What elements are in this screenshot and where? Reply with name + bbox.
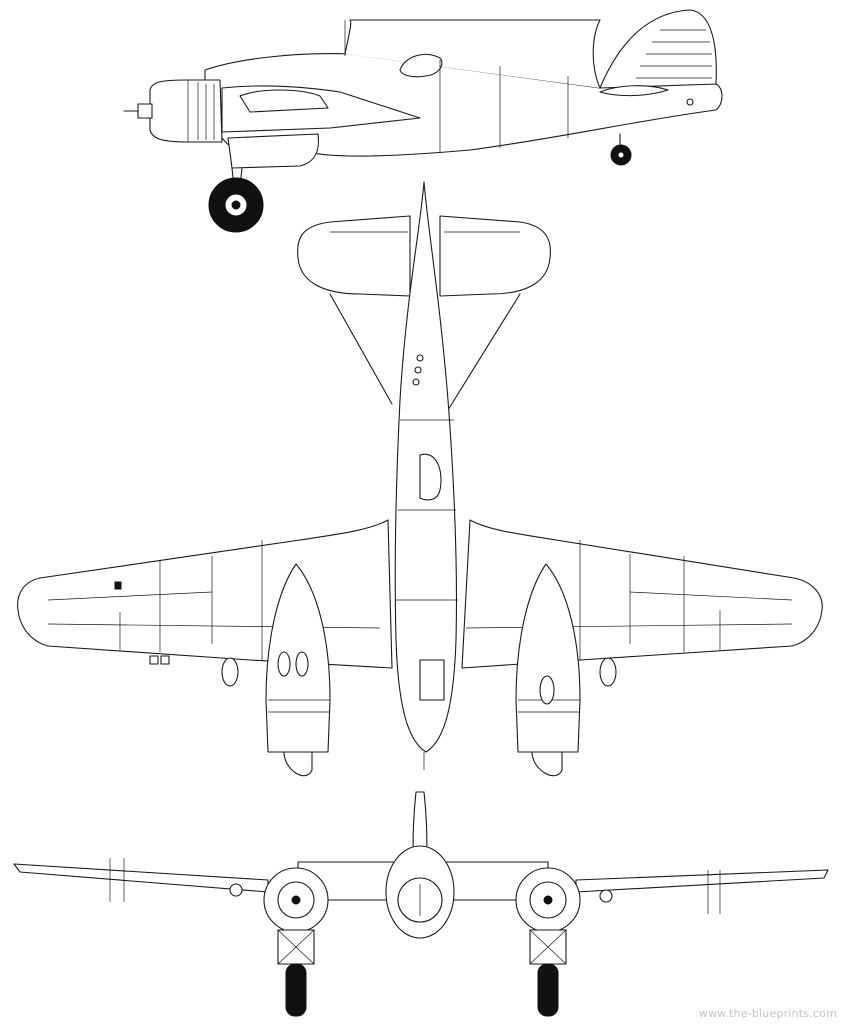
front-left-wheel: [285, 963, 307, 1017]
side-engine-cowling: [149, 79, 223, 143]
top-view: [17, 181, 823, 777]
side-canopy: [344, 19, 601, 89]
top-right-tailplane: [439, 215, 551, 297]
top-right-engine-nacelle: [515, 563, 581, 753]
watermark-text: www.the-blueprints.com: [698, 1007, 837, 1020]
front-view: [13, 791, 829, 1017]
front-right-wheel: [537, 963, 559, 1017]
top-right-wing: [461, 519, 823, 669]
top-left-wing: [17, 519, 393, 669]
side-view: [123, 9, 723, 233]
front-right-wing: [575, 869, 829, 893]
top-left-tailplane: [297, 215, 411, 297]
